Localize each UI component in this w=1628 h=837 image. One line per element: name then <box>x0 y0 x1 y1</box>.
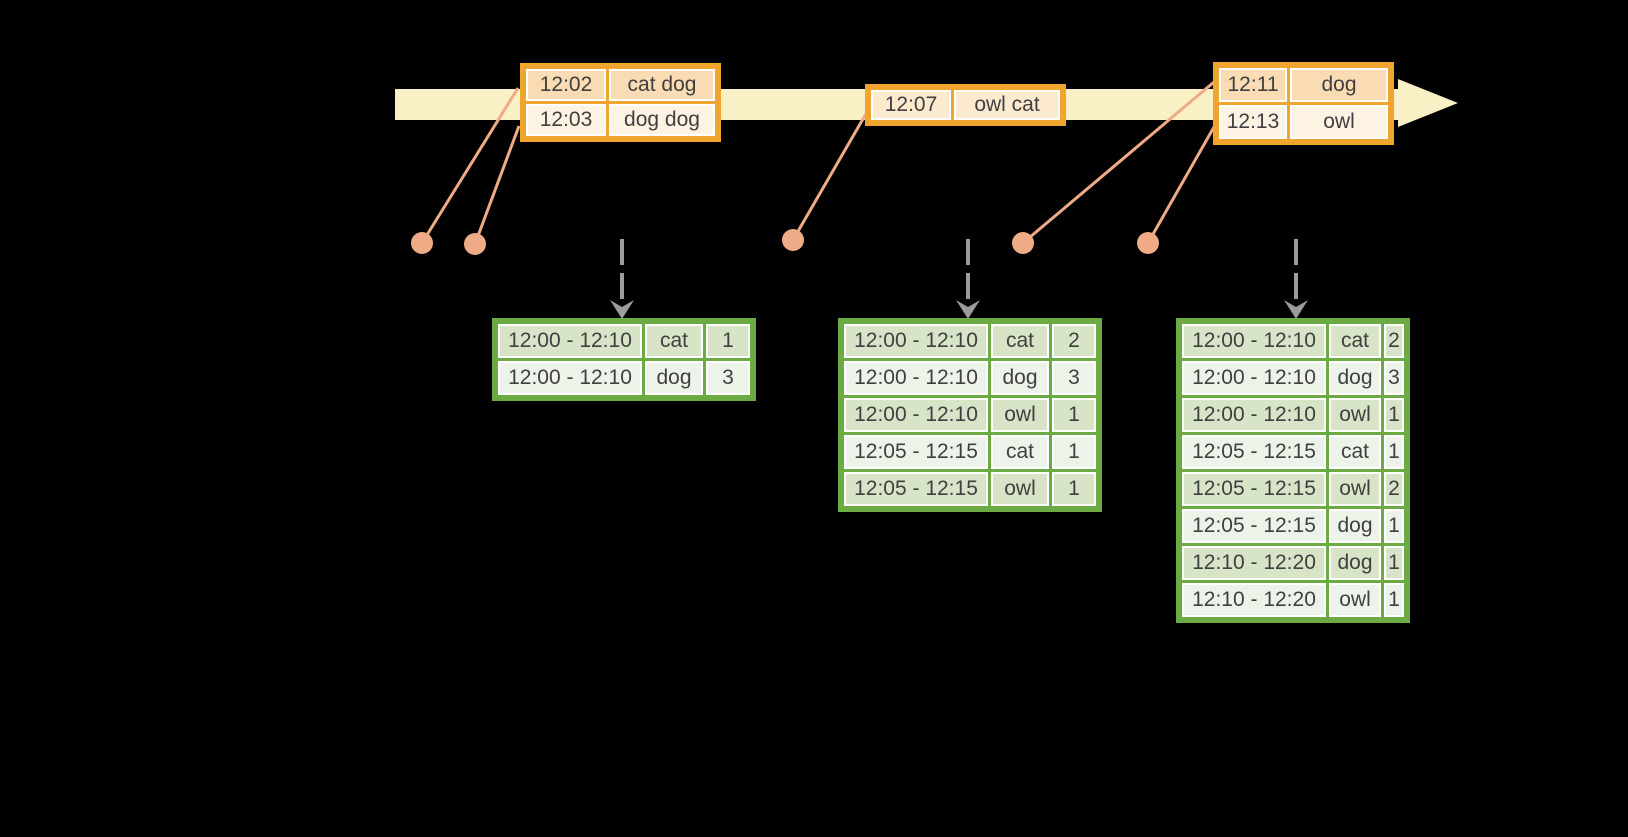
words-cell: dog dog <box>609 104 715 136</box>
table-row: 12:13 owl <box>1219 105 1388 139</box>
count-cell: 1 <box>1384 583 1404 617</box>
time-cell: 12:07 <box>871 90 951 120</box>
word-cell: cat <box>991 435 1049 469</box>
table-row: 12:00 - 12:10 dog 3 <box>498 361 750 395</box>
window-cell: 12:00 - 12:10 <box>498 324 642 358</box>
window-cell: 12:05 - 12:15 <box>844 472 988 506</box>
window-cell: 12:05 - 12:15 <box>1182 472 1326 506</box>
connector-line <box>473 125 521 245</box>
event-dot-icon <box>1012 232 1034 254</box>
count-cell: 1 <box>1384 398 1404 432</box>
window-cell: 12:00 - 12:10 <box>1182 361 1326 395</box>
count-cell: 1 <box>706 324 750 358</box>
count-cell: 1 <box>1052 398 1096 432</box>
table-row: 12:00 - 12:10 owl 1 <box>844 398 1096 432</box>
words-cell: dog <box>1290 68 1388 102</box>
word-cell: dog <box>1329 546 1381 580</box>
word-cell: dog <box>1329 509 1381 543</box>
arrow-down-icon <box>1284 239 1308 319</box>
window-cell: 12:00 - 12:10 <box>844 398 988 432</box>
event-table-3: 12:11 dog 12:13 owl <box>1213 62 1394 145</box>
words-cell: cat dog <box>609 69 715 101</box>
table-row: 12:10 - 12:20 owl 1 <box>1182 583 1404 617</box>
window-cell: 12:10 - 12:20 <box>1182 583 1326 617</box>
window-cell: 12:05 - 12:15 <box>1182 509 1326 543</box>
table-row: 12:05 - 12:15 cat 1 <box>844 435 1096 469</box>
word-cell: owl <box>991 472 1049 506</box>
count-cell: 2 <box>1384 472 1404 506</box>
word-cell: owl <box>991 398 1049 432</box>
words-cell: owl cat <box>954 90 1060 120</box>
event-dot-icon <box>1137 232 1159 254</box>
table-row: 12:03 dog dog <box>526 104 715 136</box>
time-cell: 12:03 <box>526 104 606 136</box>
time-cell: 12:11 <box>1219 68 1287 102</box>
window-cell: 12:00 - 12:10 <box>844 361 988 395</box>
connector-line <box>1022 80 1215 245</box>
word-cell: owl <box>1329 472 1381 506</box>
count-cell: 1 <box>1052 472 1096 506</box>
table-row: 12:00 - 12:10 dog 3 <box>844 361 1096 395</box>
word-cell: cat <box>645 324 703 358</box>
word-cell: owl <box>1329 583 1381 617</box>
event-dot-icon <box>464 233 486 255</box>
table-row: 12:05 - 12:15 dog 1 <box>1182 509 1404 543</box>
time-cell: 12:13 <box>1219 105 1287 139</box>
table-row: 12:00 - 12:10 cat 2 <box>1182 324 1404 358</box>
table-row: 12:00 - 12:10 owl 1 <box>1182 398 1404 432</box>
result-table-2: 12:00 - 12:10 cat 2 12:00 - 12:10 dog 3 … <box>838 318 1102 512</box>
arrow-down-icon <box>956 239 980 319</box>
words-cell: owl <box>1290 105 1388 139</box>
word-cell: dog <box>1329 361 1381 395</box>
time-cell: 12:02 <box>526 69 606 101</box>
count-cell: 3 <box>1052 361 1096 395</box>
window-cell: 12:05 - 12:15 <box>844 435 988 469</box>
word-cell: cat <box>1329 435 1381 469</box>
count-cell: 1 <box>1384 509 1404 543</box>
count-cell: 1 <box>1384 546 1404 580</box>
connector-line <box>1146 126 1216 244</box>
window-cell: 12:05 - 12:15 <box>1182 435 1326 469</box>
arrow-down-icon <box>610 239 634 319</box>
table-row: 12:10 - 12:20 dog 1 <box>1182 546 1404 580</box>
window-cell: 12:00 - 12:10 <box>1182 398 1326 432</box>
table-row: 12:07 owl cat <box>871 90 1060 120</box>
table-row: 12:05 - 12:15 cat 1 <box>1182 435 1404 469</box>
table-row: 12:00 - 12:10 dog 3 <box>1182 361 1404 395</box>
window-cell: 12:00 - 12:10 <box>498 361 642 395</box>
window-cell: 12:00 - 12:10 <box>844 324 988 358</box>
word-cell: cat <box>991 324 1049 358</box>
table-row: 12:00 - 12:10 cat 2 <box>844 324 1096 358</box>
table-row: 12:02 cat dog <box>526 69 715 101</box>
word-cell: owl <box>1329 398 1381 432</box>
event-dot-icon <box>411 232 433 254</box>
word-cell: dog <box>991 361 1049 395</box>
count-cell: 2 <box>1384 324 1404 358</box>
result-table-3: 12:00 - 12:10 cat 2 12:00 - 12:10 dog 3 … <box>1176 318 1410 623</box>
table-row: 12:00 - 12:10 cat 1 <box>498 324 750 358</box>
event-dot-icon <box>782 229 804 251</box>
table-row: 12:11 dog <box>1219 68 1388 102</box>
count-cell: 1 <box>1384 435 1404 469</box>
event-table-1: 12:02 cat dog 12:03 dog dog <box>520 63 721 142</box>
event-table-2: 12:07 owl cat <box>865 84 1066 126</box>
connector-line <box>791 111 869 241</box>
table-row: 12:05 - 12:15 owl 2 <box>1182 472 1404 506</box>
result-table-1: 12:00 - 12:10 cat 1 12:00 - 12:10 dog 3 <box>492 318 756 401</box>
count-cell: 2 <box>1052 324 1096 358</box>
count-cell: 1 <box>1052 435 1096 469</box>
word-cell: cat <box>1329 324 1381 358</box>
arrow-right-icon <box>1398 79 1458 127</box>
count-cell: 3 <box>706 361 750 395</box>
window-cell: 12:10 - 12:20 <box>1182 546 1326 580</box>
window-cell: 12:00 - 12:10 <box>1182 324 1326 358</box>
word-cell: dog <box>645 361 703 395</box>
table-row: 12:05 - 12:15 owl 1 <box>844 472 1096 506</box>
count-cell: 3 <box>1384 361 1404 395</box>
connector-line <box>420 87 520 244</box>
